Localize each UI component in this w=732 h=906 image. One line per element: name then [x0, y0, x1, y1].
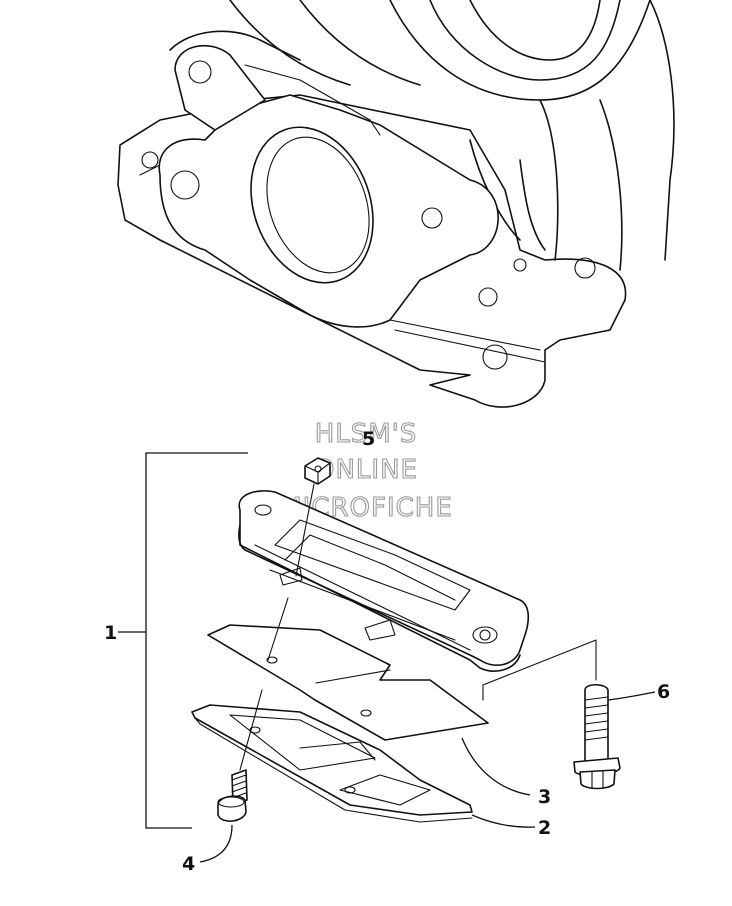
engine-crankcase [117, 0, 675, 408]
callout-2: 2 [538, 817, 551, 839]
callout-6: 6 [657, 681, 670, 703]
callout-1: 1 [104, 622, 117, 644]
watermark: HLSM'S ONLINE MICROFICHE [279, 418, 453, 523]
nut [304, 457, 331, 485]
reed-valve-housing [238, 490, 530, 672]
leader-6 [607, 691, 656, 701]
watermark-line-1: HLSM'S [315, 419, 418, 449]
callout-4: 4 [182, 853, 195, 875]
callout-labels: 1 2 3 4 5 6 [104, 428, 670, 875]
leader-3 [461, 737, 531, 796]
leader-4 [199, 824, 233, 863]
screw [217, 769, 248, 822]
callout-3: 3 [538, 786, 551, 808]
bolt [573, 683, 621, 790]
leader-lines [199, 483, 656, 863]
watermark-line-2: ONLINE [314, 455, 418, 485]
callout-5: 5 [362, 428, 375, 450]
leader-2 [471, 814, 536, 828]
reed-stopper-plate [191, 704, 473, 823]
reed-petal [207, 624, 489, 741]
watermark-line-3: MICROFICHE [279, 493, 453, 523]
assembly-bracket [118, 452, 248, 829]
